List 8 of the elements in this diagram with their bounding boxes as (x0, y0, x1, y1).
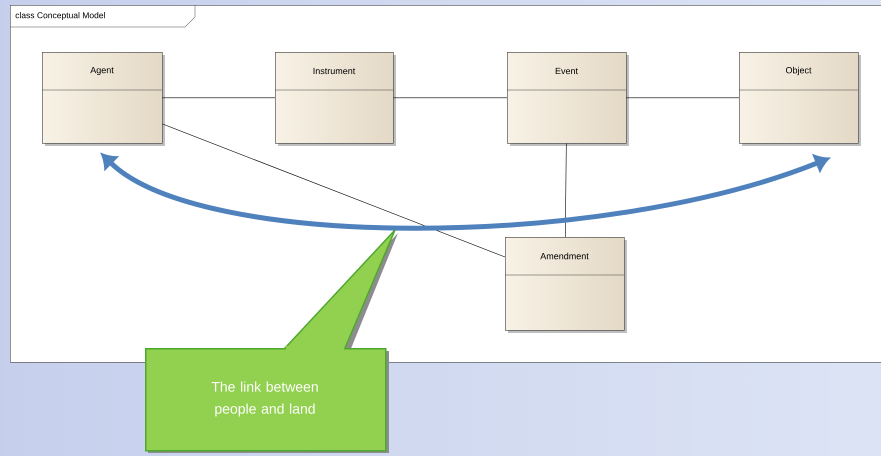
class-box: Amendment (504, 237, 627, 333)
class-box: Event (506, 52, 629, 146)
class-box: Object (738, 52, 861, 146)
curved-arrow (101, 154, 829, 231)
connector-line (162, 124, 506, 258)
class-box: Agent (42, 52, 165, 146)
class-box: Instrument (274, 52, 396, 146)
connector-line (565, 143, 567, 238)
